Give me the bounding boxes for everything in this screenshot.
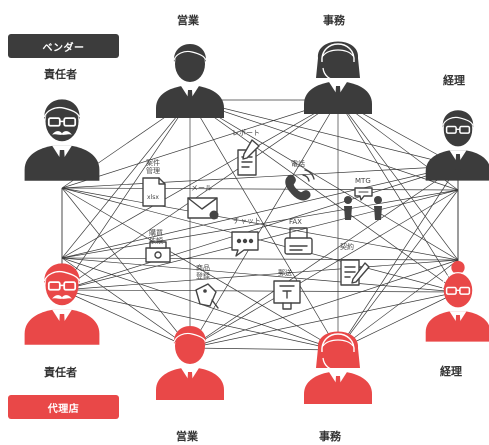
connection-line bbox=[337, 259, 459, 351]
vendor-office-label: 事務 bbox=[323, 14, 345, 27]
agent-office-label: 事務 bbox=[319, 430, 341, 443]
agent-manager-label: 責任者 bbox=[44, 366, 77, 379]
connection-line bbox=[189, 99, 339, 349]
connection-line bbox=[337, 189, 459, 351]
connection-line bbox=[61, 289, 459, 293]
phone-icon bbox=[285, 169, 315, 201]
shipping-label: 郵送 bbox=[278, 269, 292, 277]
connection-line bbox=[189, 347, 339, 351]
connection-line bbox=[189, 99, 459, 167]
vendor-manager-label: 責任者 bbox=[44, 68, 77, 81]
agent-manager-avatar-icon bbox=[24, 263, 100, 345]
agent-badge: 代理店 bbox=[8, 395, 119, 419]
vendor-sales-avatar-icon bbox=[156, 44, 224, 118]
fax-icon bbox=[284, 227, 313, 255]
post-icon bbox=[273, 280, 301, 310]
connection-line bbox=[61, 257, 191, 349]
connection-line bbox=[61, 187, 459, 191]
agent-accounting-label: 経理 bbox=[440, 365, 462, 378]
vendor-accounting-label: 経理 bbox=[443, 74, 465, 87]
connection-line bbox=[61, 257, 459, 261]
contract-label: 契約 bbox=[340, 243, 354, 251]
excel-label: xlsx bbox=[147, 194, 159, 201]
case-management-label: 案件 管理 bbox=[146, 159, 160, 175]
vendor-badge: ベンダー bbox=[8, 34, 119, 58]
vendor-office-avatar-icon bbox=[304, 41, 372, 114]
mail-label: メール bbox=[191, 184, 212, 192]
connection-line bbox=[337, 291, 459, 351]
vendor-accounting-avatar-icon bbox=[425, 110, 489, 181]
connection-line bbox=[61, 99, 191, 291]
vendor-sales-label: 営業 bbox=[177, 14, 199, 27]
vendor-manager-avatar-icon bbox=[24, 99, 100, 181]
connection-line bbox=[61, 99, 339, 189]
agent-accounting-avatar-icon bbox=[425, 260, 489, 342]
chat-icon bbox=[231, 231, 259, 257]
agent-sales-avatar-icon bbox=[156, 326, 224, 400]
connection-line bbox=[61, 165, 459, 259]
connection-line bbox=[61, 187, 339, 351]
connection-line bbox=[61, 289, 339, 351]
fax-label: FAX bbox=[289, 218, 302, 226]
connection-line bbox=[189, 99, 459, 261]
connection-line bbox=[61, 165, 459, 291]
connection-line bbox=[337, 165, 459, 351]
connection-line bbox=[61, 189, 459, 291]
connection-line bbox=[189, 189, 459, 349]
agent-sales-label: 営業 bbox=[176, 430, 198, 443]
report-icon bbox=[237, 139, 260, 176]
contract-icon bbox=[340, 259, 370, 286]
agent-office-avatar-icon bbox=[304, 331, 372, 404]
excel-document-icon bbox=[142, 177, 166, 207]
mail-icon bbox=[187, 197, 219, 220]
mtg-label: MTG bbox=[355, 177, 371, 185]
connection-line bbox=[61, 289, 191, 349]
phone-label: 電話 bbox=[291, 160, 305, 168]
connection-line bbox=[189, 99, 339, 351]
meeting-icon bbox=[344, 187, 382, 220]
connection-line bbox=[61, 165, 459, 189]
connection-line bbox=[189, 259, 459, 349]
product-registration-label: 商品 登録 bbox=[196, 264, 210, 280]
connection-line bbox=[61, 259, 459, 291]
connection-line bbox=[61, 187, 191, 349]
connection-line bbox=[189, 165, 459, 349]
connection-line bbox=[189, 291, 459, 349]
purchase-register-icon bbox=[145, 241, 171, 263]
chat-label: チャット bbox=[233, 217, 261, 225]
connection-line bbox=[61, 189, 459, 259]
connection-line bbox=[61, 99, 339, 259]
connection-line bbox=[61, 99, 191, 259]
connection-line bbox=[189, 99, 459, 191]
purchase-request-label: 購買 依頼 bbox=[149, 229, 163, 245]
product-tag-icon bbox=[195, 283, 219, 309]
report-label: レポート bbox=[232, 129, 260, 137]
